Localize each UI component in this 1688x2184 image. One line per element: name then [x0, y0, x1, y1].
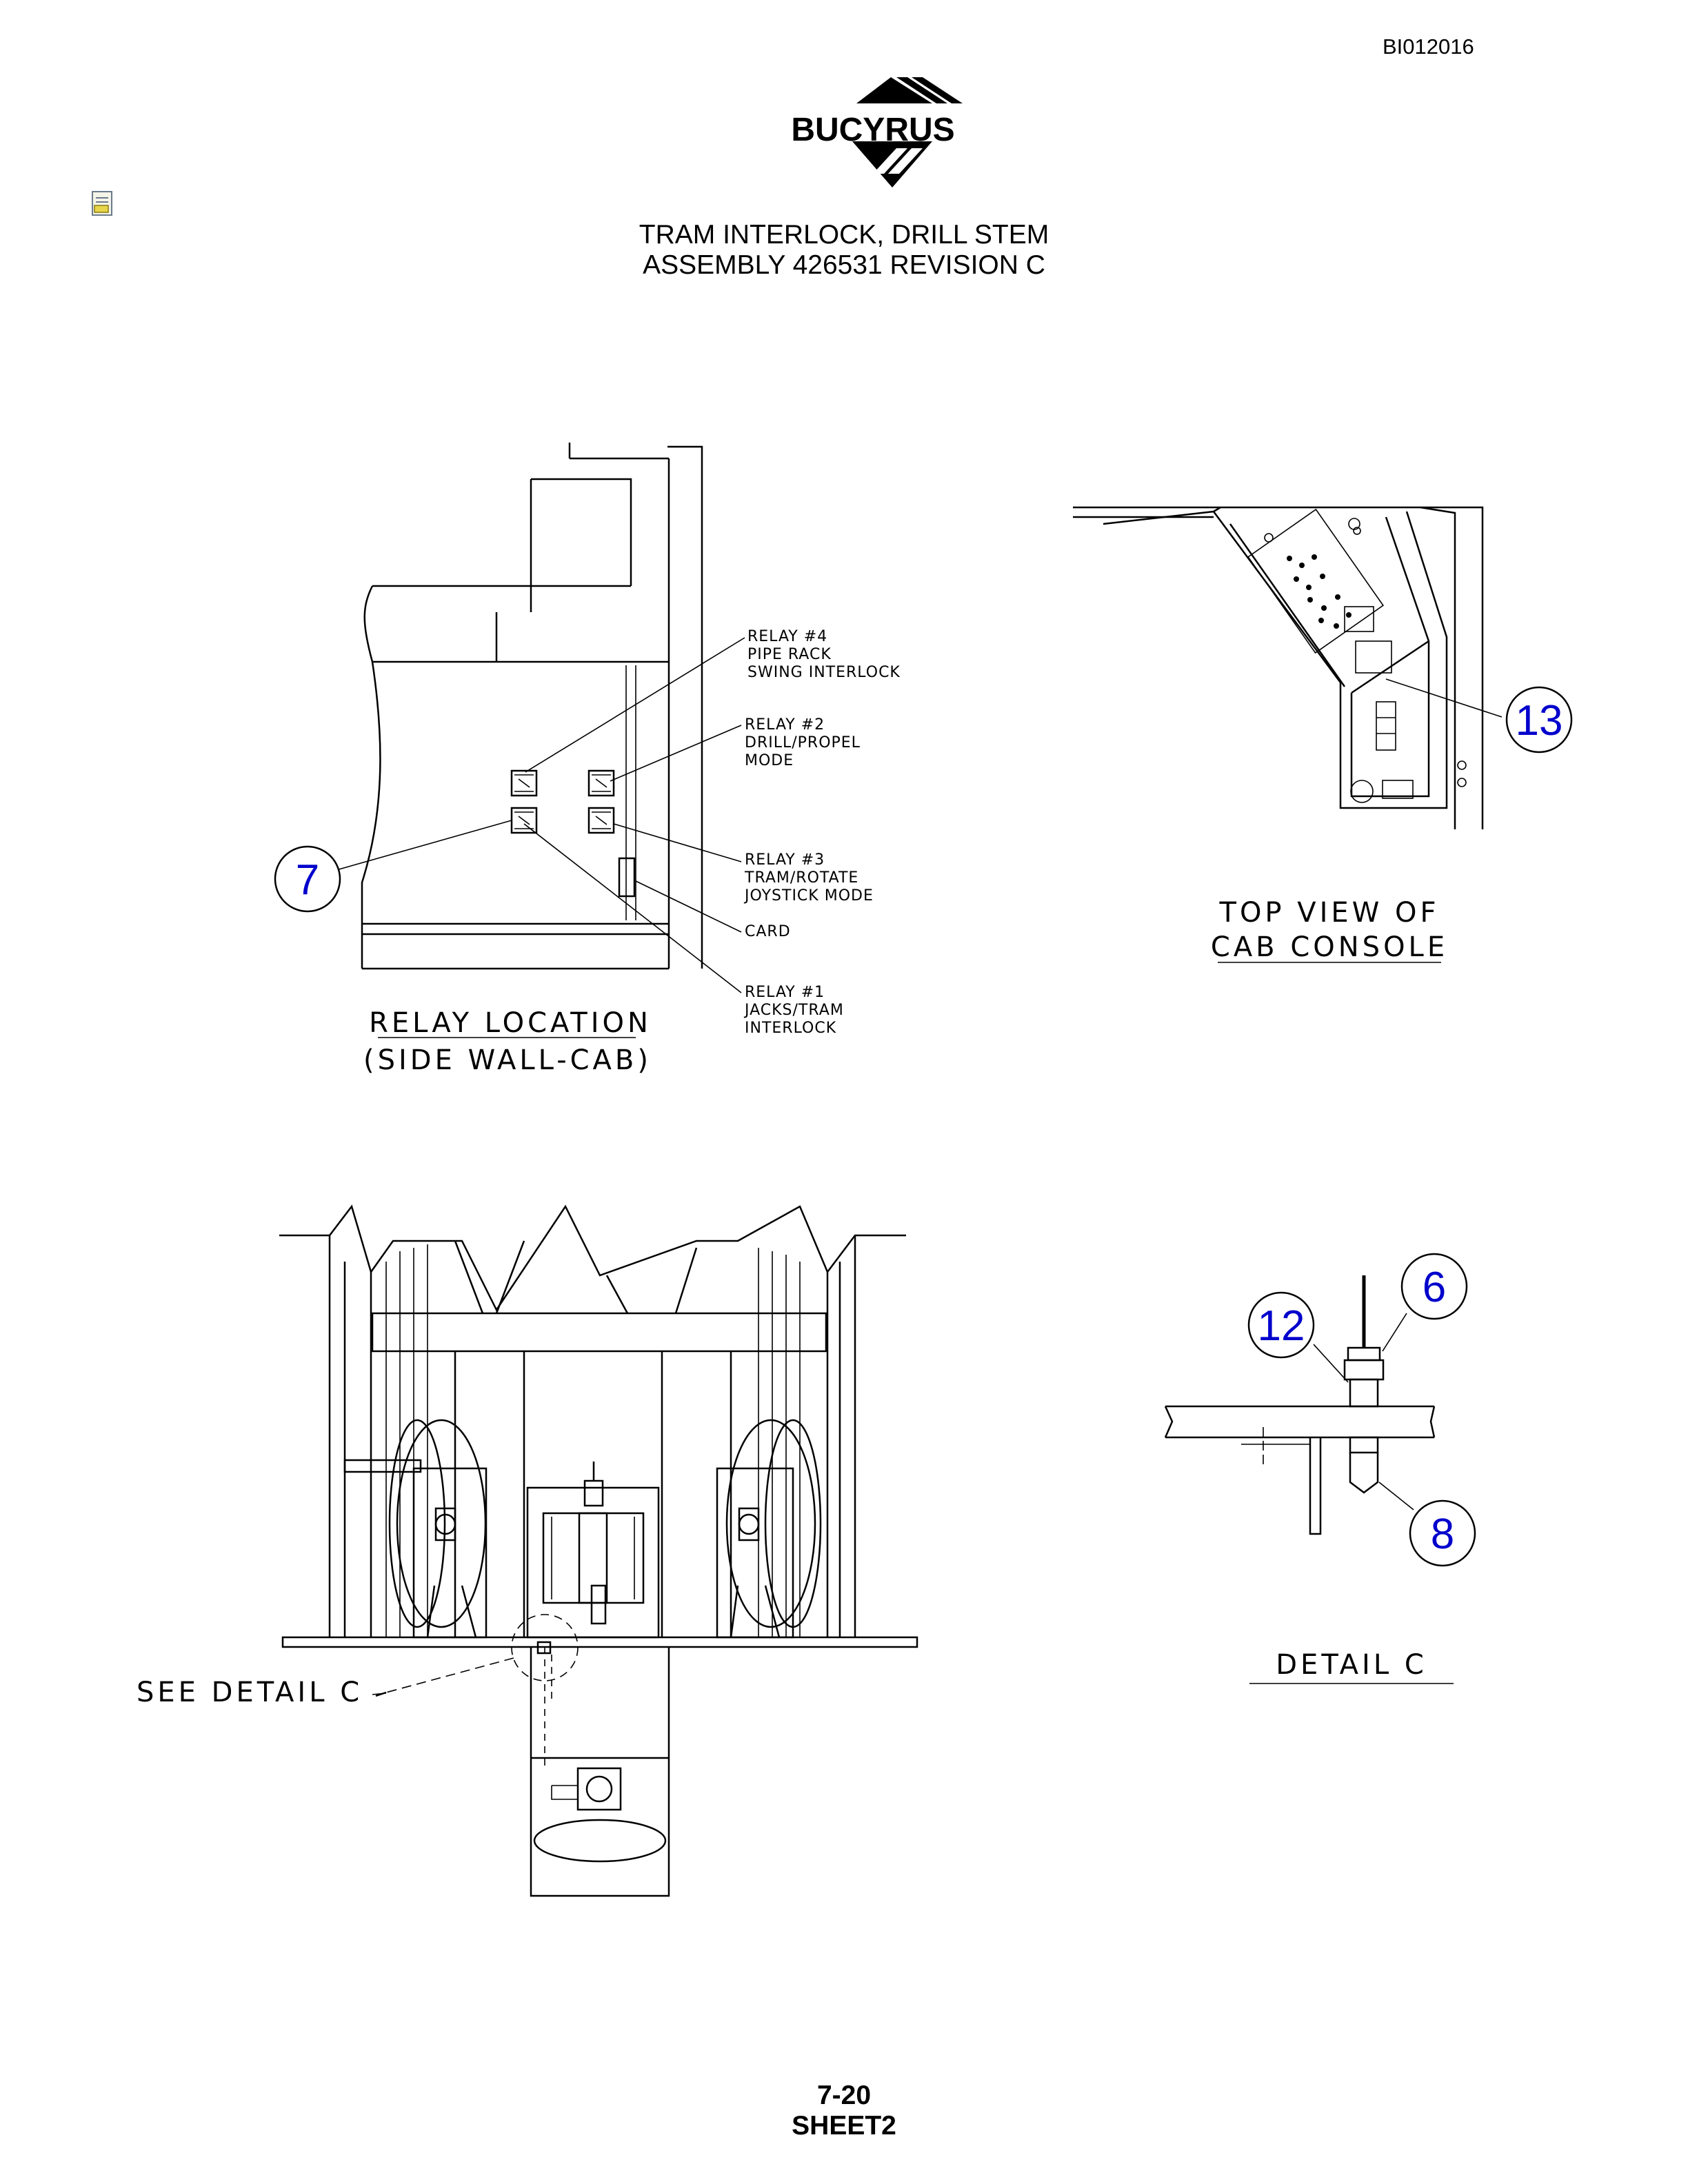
callout-relay-1-line2: JACKS/TRAM [743, 1002, 844, 1019]
logo-text: BUCYRUS [791, 112, 954, 148]
detail-c-view: 6 12 8 DETAIL C [1164, 1253, 1476, 1684]
relay-caption-line1: RELAY LOCATION [369, 1007, 652, 1039]
relay-location-view: RELAY #4 PIPE RACK SWING INTERLOCK RELAY… [274, 443, 901, 1076]
see-detail-c-label: SEE DETAIL C [137, 1677, 363, 1708]
sheet-number: SHEET2 [792, 2111, 896, 2141]
callout-relay-1-line1: RELAY #1 [745, 984, 825, 1001]
card [618, 857, 636, 898]
left-hose-reel [343, 1419, 488, 1639]
console-control-panel [1247, 508, 1467, 803]
callout-relay-3-line2: TRAM/ROTATE [744, 869, 858, 887]
callout-relay-2-line3: MODE [745, 752, 794, 769]
svg-text:6: 6 [1423, 1264, 1446, 1311]
document-id: BI012016 [1383, 34, 1474, 59]
relay-4 [510, 769, 538, 797]
callout-relay-4-line1: RELAY #4 [747, 628, 827, 645]
svg-text:13: 13 [1516, 697, 1563, 745]
relay-caption-line2: (SIDE WALL-CAB) [363, 1044, 652, 1076]
svg-text:12: 12 [1258, 1302, 1305, 1350]
callout-relay-4-line3: SWING INTERLOCK [747, 664, 901, 681]
callout-relay-4-line2: PIPE RACK [747, 646, 832, 663]
detail-c-caption: DETAIL C [1276, 1649, 1427, 1681]
note-icon[interactable] [90, 190, 116, 218]
balloon-8: 8 [1409, 1499, 1476, 1567]
svg-text:7: 7 [296, 856, 319, 904]
relay-3 [587, 807, 615, 834]
cab-console-view: 13 TOP VIEW OF CAB CONSOLE [1073, 506, 1573, 963]
balloon-13: 13 [1505, 686, 1573, 754]
relay-2 [587, 769, 615, 797]
callout-relay-3-line1: RELAY #3 [745, 851, 825, 869]
title-line-2: ASSEMBLY 426531 REVISION C [643, 250, 1045, 280]
svg-text:8: 8 [1431, 1510, 1454, 1558]
right-hose-reel [716, 1419, 822, 1639]
balloon-7: 7 [274, 845, 341, 913]
callout-card: CARD [745, 923, 791, 940]
title-line-1: TRAM INTERLOCK, DRILL STEM [639, 220, 1049, 250]
callout-relay-2-line2: DRILL/PROPEL [745, 734, 861, 751]
center-gearbox [526, 1462, 660, 1639]
bucyrus-logo: BUCYRUS [791, 77, 963, 188]
console-caption-line1: TOP VIEW OF [1219, 897, 1440, 929]
console-caption-line2: CAB CONSOLE [1211, 931, 1448, 963]
callout-relay-3-line3: JOYSTICK MODE [743, 887, 874, 904]
page-number: 7-20 [816, 2081, 872, 2110]
bottom-assembly-view: SEE DETAIL C [137, 1204, 918, 1897]
callout-relay-2-line1: RELAY #2 [745, 716, 825, 734]
balloon-12: 12 [1247, 1291, 1315, 1359]
relay-1 [510, 807, 538, 834]
balloon-6: 6 [1400, 1253, 1468, 1320]
callout-relay-1-line3: INTERLOCK [745, 1020, 836, 1037]
